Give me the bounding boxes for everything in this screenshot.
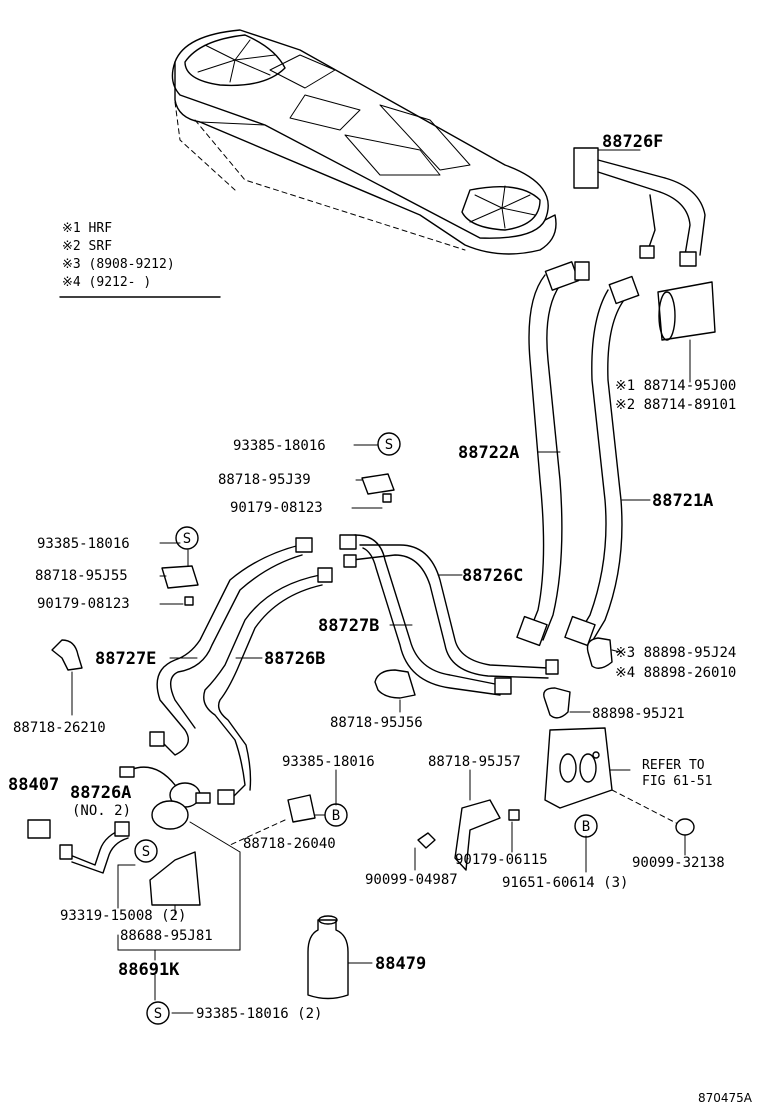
callout-88727B: 88727B — [318, 616, 379, 636]
callout-88688: 88688-95J81 — [120, 928, 213, 944]
callout-88718-95J55: 88718-95J55 — [35, 568, 128, 584]
clamp-88718-95J39-drawing — [361, 473, 395, 503]
marker-s-valve-label: S — [142, 844, 150, 860]
callouts: 88726F ※1 88714-95J00 ※2 88714-89101 887… — [8, 132, 736, 1022]
legend-item-1: ※1 HRF — [62, 221, 112, 236]
callout-90099-04987: 90099-04987 — [365, 872, 458, 888]
pipe-88726C-drawing — [339, 534, 559, 679]
callout-90179-top: 90179-08123 — [230, 500, 323, 516]
callout-91651: 91651-60614 (3) — [502, 875, 628, 891]
tank-drawing — [171, 29, 557, 255]
fitting-88898-95J24-drawing — [586, 637, 621, 669]
callout-88718-95J56: 88718-95J56 — [330, 715, 423, 731]
callout-88407: 88407 — [8, 775, 59, 795]
figure-id: 870475A — [698, 1091, 753, 1105]
bracket-88718-95J57-drawing — [417, 799, 520, 871]
pipe-88726F-drawing — [573, 147, 706, 267]
sleeve-88714-drawing — [657, 281, 716, 383]
marker-b-gasket-label: B — [582, 819, 590, 835]
legend-item-3: ※3 (8908-9212) — [62, 257, 175, 272]
valve-assembly-drawing — [27, 766, 211, 906]
callout-88718-95J57: 88718-95J57 — [428, 754, 521, 770]
callout-93385-mid: 93385-18016 — [37, 536, 130, 552]
clamp-88718-95J55-drawing — [161, 549, 199, 606]
callout-88718-26040: 88718-26040 — [243, 836, 336, 852]
callout-88898-95J21: 88898-95J21 — [592, 706, 685, 722]
callout-90179-mid: 90179-08123 — [37, 596, 130, 612]
callout-93385-top: 93385-18016 — [233, 438, 326, 454]
callout-88726A: 88726A — [70, 783, 131, 803]
callout-88718-26210: 88718-26210 — [13, 720, 106, 736]
callout-refer-line1: REFER TO — [642, 758, 705, 773]
callout-88726C: 88726C — [462, 566, 523, 586]
callout-88718-95J39: 88718-95J39 — [218, 472, 311, 488]
bracket-88718-26040-drawing — [229, 794, 316, 846]
leader-lines — [117, 149, 686, 1014]
callout-88722A: 88722A — [458, 443, 519, 463]
marker-s-top: S — [377, 432, 401, 456]
legend: ※1 HRF ※2 SRF ※3 (8908-9212) ※4 (9212- ) — [59, 221, 221, 298]
clamp-88718-26210-drawing — [51, 639, 83, 716]
callout-90099-32138: 90099-32138 — [632, 855, 725, 871]
marker-s-top-label: S — [385, 437, 393, 453]
clamp-88718-95J56-drawing — [374, 669, 416, 699]
legend-item-2: ※2 SRF — [62, 239, 112, 254]
hose-88722A-drawing — [516, 261, 590, 647]
callout-88727E: 88727E — [95, 649, 156, 669]
marker-s-mid: S — [175, 526, 199, 550]
marker-s-bottom: S — [146, 1001, 170, 1025]
callout-88726F: 88726F — [602, 132, 663, 152]
pipe-88726B-drawing — [203, 567, 333, 805]
gasket-plate-drawing — [544, 727, 695, 836]
callout-93319: 93319-15008 (2) — [60, 908, 186, 924]
legend-item-4: ※4 (9212- ) — [62, 275, 151, 290]
hose-88721A-drawing — [564, 275, 640, 647]
callout-refer-line2: FIG 61-51 — [642, 774, 712, 789]
callout-88898-26010: ※4 88898-26010 — [615, 665, 736, 681]
callout-88714-hrf: ※1 88714-95J00 — [615, 378, 736, 394]
bottle-88479-drawing — [307, 915, 349, 1000]
pipe-88727B-drawing — [354, 534, 512, 696]
callout-88479: 88479 — [375, 954, 426, 974]
callout-88714-srf: ※2 88714-89101 — [615, 397, 736, 413]
marker-s-valve: S — [134, 839, 158, 863]
callout-88898-95J24: ※3 88898-95J24 — [615, 645, 736, 661]
pipe-88727E-drawing — [149, 537, 313, 756]
callout-93385-bottom: 93385-18016 (2) — [196, 1006, 322, 1022]
marker-s-bottom-label: S — [154, 1006, 162, 1022]
callout-88691K: 88691K — [118, 960, 180, 980]
marker-b-gasket: B — [574, 814, 598, 838]
fitting-88898-95J21-drawing — [543, 687, 586, 719]
callout-88721A: 88721A — [652, 491, 713, 511]
marker-b-bracket-label: B — [332, 808, 340, 824]
callout-88726A-sub: (NO. 2) — [72, 803, 131, 819]
marker-s-mid-label: S — [183, 531, 191, 547]
callout-88726B: 88726B — [264, 649, 325, 669]
callout-93385-low: 93385-18016 — [282, 754, 375, 770]
marker-b-bracket: B — [324, 803, 348, 827]
callout-90179-06115: 90179-06115 — [455, 852, 548, 868]
